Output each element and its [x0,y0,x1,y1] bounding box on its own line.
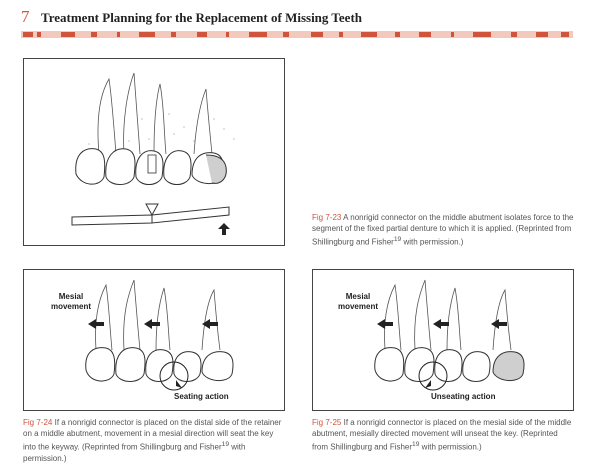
figure-7-24-mesial-label: Mesial movement [46,292,96,312]
figure-7-25-caption: Fig 7-25 If a nonrigid connector is plac… [312,417,574,453]
figure-7-24-ref: 19 [222,441,229,448]
figure-7-24-label: Fig 7-24 [23,418,52,427]
seating-action-illustration [24,270,284,410]
unseating-action-illustration [313,270,573,410]
chapter-title: Treatment Planning for the Replacement o… [41,10,362,26]
figure-7-23-tail: with permission.) [401,238,463,247]
chapter-number: 7 [21,7,30,27]
decorative-band [21,31,573,38]
figure-7-24-illustration: Mesial movement Seating action [23,269,285,411]
figure-7-25-action-label: Unseating action [431,392,521,402]
figure-7-25-tail: with permission.) [419,443,481,452]
figure-7-23-caption: Fig 7-23 A nonrigid connector on the mid… [312,212,574,248]
running-header: 7 Treatment Planning for the Replacement… [21,7,581,29]
figure-7-23-illustration [23,58,285,246]
figure-7-24-caption: Fig 7-24 If a nonrigid connector is plac… [23,417,285,464]
figure-7-24-action-label: Seating action [174,392,254,402]
figure-7-25-label: Fig 7-25 [312,418,341,427]
dental-bridge-illustration [24,59,284,245]
figure-7-25-illustration: Mesial movement Unseating action [312,269,574,411]
figure-7-23-label: Fig 7-23 [312,213,341,222]
figure-7-25-mesial-label: Mesial movement [333,292,383,312]
